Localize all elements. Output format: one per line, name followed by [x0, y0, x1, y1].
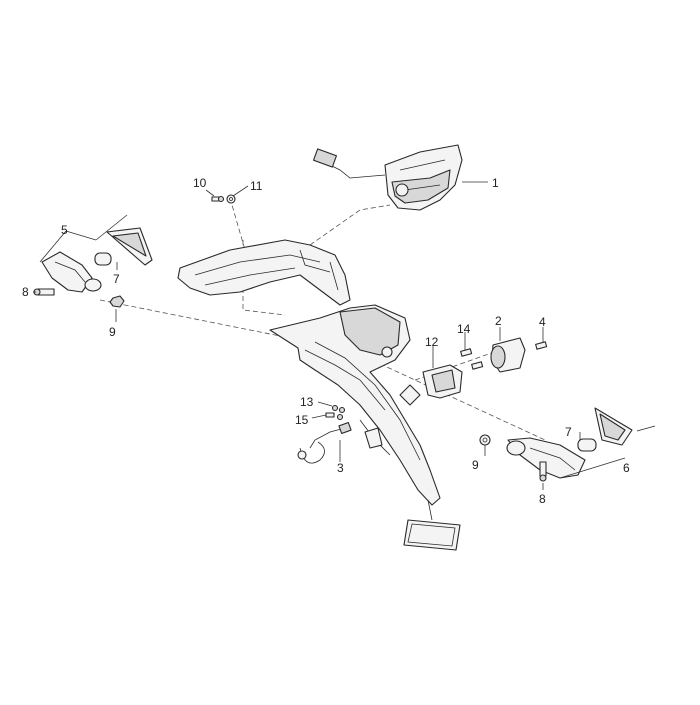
- license-plate-holder: [269, 304, 461, 551]
- wire-harness-part-3: [297, 421, 352, 464]
- label-part-8-right: 8: [539, 492, 546, 506]
- nut-left-part-9: [109, 295, 125, 308]
- label-part-10: 10: [193, 176, 207, 190]
- nut-right-part-9: [479, 434, 491, 446]
- bracket-tray: [177, 239, 351, 306]
- label-part-2: 2: [495, 314, 502, 328]
- reflector-bracket-part-12: [422, 364, 463, 399]
- screw-part-4: [535, 341, 548, 350]
- bulb-right-part-7: [577, 438, 597, 452]
- right-turn-signal-part-6: [506, 407, 656, 479]
- label-part-11: 11: [250, 179, 263, 193]
- label-part-13: 13: [300, 395, 314, 409]
- label-part-9-left: 9: [109, 325, 116, 339]
- label-part-3: 3: [337, 461, 344, 475]
- label-part-14: 14: [457, 322, 471, 336]
- screw-right-part-8: [539, 461, 547, 482]
- screw-left-part-8: [33, 288, 55, 296]
- plate-light-part-2: [490, 337, 526, 373]
- label-part-6: 6: [623, 461, 630, 475]
- label-part-7-left: 7: [113, 272, 120, 286]
- label-part-7-right: 7: [565, 425, 572, 439]
- leader-lines: [33, 181, 626, 490]
- screw-part-15: [325, 412, 344, 421]
- label-part-5: 5: [61, 223, 68, 237]
- washer-part-11: [226, 194, 236, 204]
- tail-light-part-1: [313, 144, 463, 211]
- part-number-labels: 1 2 3 4 5 6 7 7 8 8 9 9 10 11 12 13 14 1…: [22, 176, 630, 506]
- nut-part-13: [331, 404, 346, 414]
- screw-part-14: [460, 348, 484, 370]
- label-part-12: 12: [425, 335, 439, 349]
- left-turn-signal-part-5: [41, 227, 153, 293]
- screw-part-10: [211, 195, 225, 203]
- bulb-left-part-7: [94, 252, 112, 266]
- assembly-guide-lines: [99, 197, 546, 441]
- label-part-8-left: 8: [22, 285, 29, 299]
- label-part-15: 15: [295, 413, 309, 427]
- label-part-4: 4: [539, 315, 546, 329]
- label-part-9-right: 9: [472, 458, 479, 472]
- label-part-1: 1: [492, 176, 499, 190]
